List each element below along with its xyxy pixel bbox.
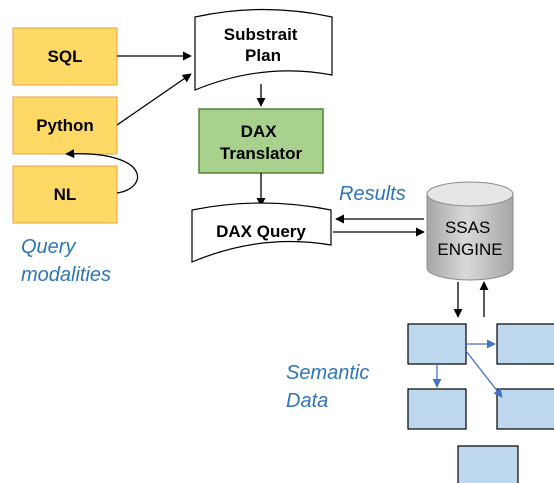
ssas-engine-line2: ENGINE — [437, 240, 502, 259]
ssas-engine-label: SSAS ENGINE — [437, 218, 502, 259]
python-to-plan-arrow — [116, 73, 192, 126]
nl-box — [12, 165, 118, 224]
substrait-plan-line2: Plan — [245, 46, 281, 65]
ssas-engine-cylinder — [426, 181, 514, 281]
substrait-plan-line1: Substrait — [224, 25, 298, 44]
semantic-node-2 — [496, 323, 554, 365]
query-modalities-line2: modalities — [21, 264, 111, 286]
dax-translator-box — [198, 108, 324, 174]
substrait-plan-label: Substrait Plan — [224, 25, 302, 65]
relation-arrow-3 — [465, 350, 503, 398]
results-label: Results — [339, 183, 406, 205]
query-modalities-label: Query modalities — [21, 236, 111, 286]
sql-box — [12, 27, 118, 86]
nl-to-python-arrow — [65, 149, 139, 194]
semantic-node-3 — [407, 388, 467, 430]
substrait-plan-shape — [194, 8, 333, 91]
dax-translator-label: DAX Translator — [220, 122, 303, 163]
python-box — [12, 96, 118, 155]
semantic-data-line2: Data — [286, 390, 328, 412]
semantic-node-1 — [407, 323, 467, 365]
semantic-node-4 — [496, 388, 554, 430]
dax-translator-line2: Translator — [220, 144, 303, 163]
dax-query-label: DAX Query — [216, 222, 306, 241]
semantic-node-5 — [457, 445, 519, 483]
sql-label: SQL — [48, 47, 83, 66]
python-label: Python — [36, 116, 94, 135]
nl-label: NL — [54, 185, 77, 204]
query-modalities-line1: Query — [21, 236, 76, 258]
semantic-data-line1: Semantic — [286, 362, 369, 384]
semantic-data-label: Semantic Data — [286, 362, 375, 412]
ssas-engine-line1: SSAS — [445, 218, 490, 237]
dax-query-shape — [191, 202, 332, 263]
dax-translator-line1: DAX — [241, 122, 278, 141]
